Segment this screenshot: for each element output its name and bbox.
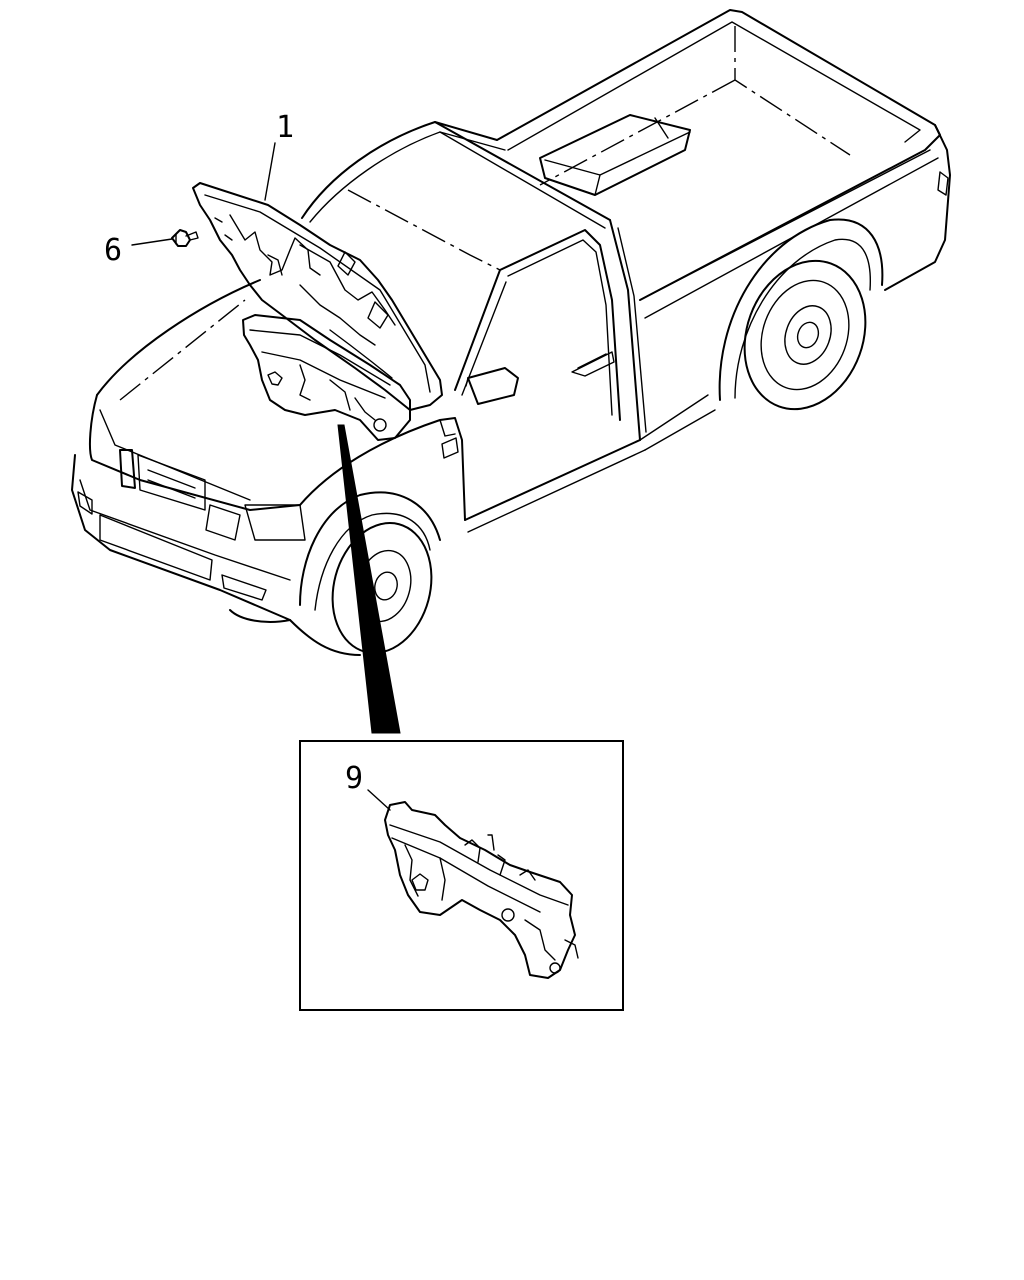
rear-wheel	[718, 218, 884, 411]
leader-lines	[131, 142, 391, 811]
callout-1: 1	[276, 110, 294, 145]
hood-insulator-part	[192, 182, 443, 411]
callout-6: 6	[104, 233, 122, 268]
bracket-detail-part	[384, 801, 579, 979]
truck-cab	[301, 121, 716, 533]
truck-front	[71, 279, 466, 656]
pickup-truck-illustration	[71, 9, 951, 656]
installed-bracket	[242, 314, 411, 441]
truck-bed	[496, 9, 951, 319]
detail-pointer	[337, 424, 401, 734]
callout-9: 9	[345, 761, 363, 796]
clip-part	[171, 229, 199, 247]
detail-box	[299, 740, 624, 1011]
